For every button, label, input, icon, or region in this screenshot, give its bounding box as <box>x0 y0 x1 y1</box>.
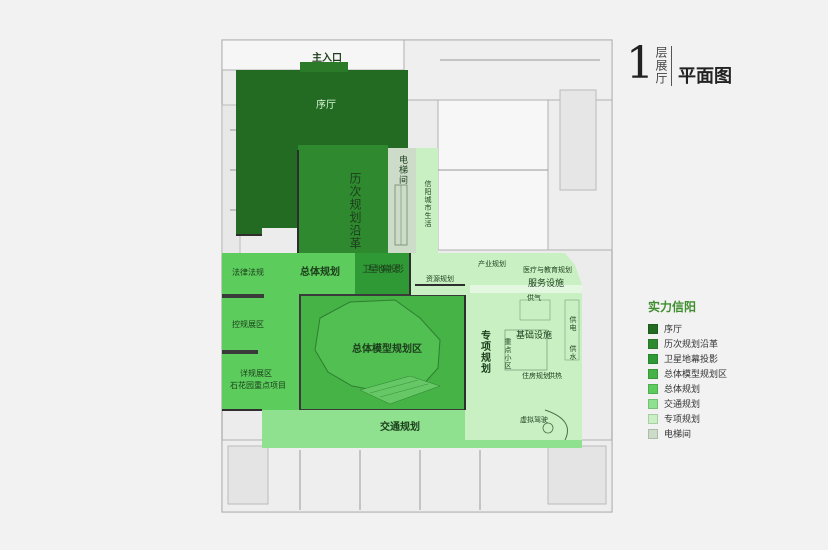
legend-item: 交通规划 <box>648 396 727 411</box>
label-lobby: 序厅 <box>316 98 336 111</box>
legend-swatch <box>648 383 658 394</box>
legend-swatch <box>648 323 658 334</box>
label-special: 专项规划 <box>479 329 491 374</box>
label-services: 服务设施 <box>528 277 564 289</box>
legend-item: 卫星地幕投影 <box>648 351 727 366</box>
legend-item: 总体规划 <box>648 381 727 396</box>
legend-label: 总体模型规划区 <box>664 370 728 380</box>
legend-swatch <box>648 413 658 424</box>
legend-swatch <box>648 398 658 409</box>
legend-label: 总体规划 <box>664 385 701 395</box>
zone-history <box>298 145 388 253</box>
label-master-plan: 总体规划 <box>300 265 340 278</box>
label-water: 供水 <box>569 344 577 361</box>
label-history: 历次规划沿革 <box>348 172 362 250</box>
legend-swatch <box>648 353 658 364</box>
legend-item: 序厅 <box>648 321 727 336</box>
label-gas: 供气 <box>527 293 541 302</box>
zone-entrance <box>300 62 348 72</box>
label-infrastructure: 基础设施 <box>516 329 552 341</box>
model-steps <box>359 375 441 405</box>
label-project: 石花园重点项目 <box>230 380 286 390</box>
label-elevator: 电梯间 <box>397 154 408 185</box>
label-medical-edu: 医疗与教育规划 <box>523 265 572 274</box>
legend-title: 实力信阳 <box>648 300 697 314</box>
label-entrance: 主入口 <box>312 51 342 64</box>
label-heat: 供热 <box>548 371 562 380</box>
label-housing: 住房规划 <box>522 371 550 380</box>
label-control: 控规展区 <box>232 319 264 329</box>
legend-label: 卫星地幕投影 <box>664 355 719 365</box>
legend-swatch <box>648 338 658 349</box>
legend-label: 历次规划沿革 <box>664 340 719 350</box>
page-title: 平面图 <box>678 66 732 87</box>
label-key-area: 重点小区 <box>504 338 512 370</box>
legend-item: 总体模型规划区 <box>648 366 727 381</box>
label-satellite: 卫星地幕投影 <box>362 263 404 275</box>
legend-item: 电梯间 <box>648 426 727 441</box>
label-resources: 资源规划 <box>426 274 454 283</box>
label-model: 总体模型规划区 <box>352 342 422 355</box>
walls <box>222 150 466 411</box>
zone-master-plan <box>222 253 355 295</box>
legend-item: 历次规划沿革 <box>648 336 727 351</box>
legend-swatch <box>648 368 658 379</box>
label-detail: 详规展区 <box>240 368 272 378</box>
zone-elevator <box>388 148 416 256</box>
label-industry: 产业规划 <box>478 259 506 268</box>
legend-swatch <box>648 428 658 439</box>
zone-city-life <box>416 148 438 256</box>
floor-number: 1 <box>626 38 654 89</box>
label-sim-drive: 虚拟驾驶 <box>520 415 548 424</box>
label-city-life: 信阳城市生活 <box>424 179 432 228</box>
zone-satellite <box>355 253 410 295</box>
title-divider <box>671 46 672 86</box>
floor-subtitle: 层展厅 <box>654 46 668 85</box>
zone-lobby <box>236 70 408 235</box>
zone-traffic <box>262 410 582 448</box>
legend-label: 交通规划 <box>664 400 701 410</box>
model-island <box>314 299 441 393</box>
legend-item: 专项规划 <box>648 411 727 426</box>
legend-label: 专项规划 <box>664 415 701 425</box>
label-law: 法律法规 <box>232 267 264 277</box>
label-traffic: 交通规划 <box>380 420 420 433</box>
escalator <box>394 184 408 246</box>
legend: 实力信阳 序厅 历次规划沿革 卫星地幕投影 总体模型规划区 总体规划 交通规划 … <box>648 298 727 441</box>
legend-label: 序厅 <box>664 325 683 335</box>
label-power: 供电 <box>569 315 577 332</box>
legend-label: 电梯间 <box>664 430 692 440</box>
special-interior <box>470 285 582 441</box>
